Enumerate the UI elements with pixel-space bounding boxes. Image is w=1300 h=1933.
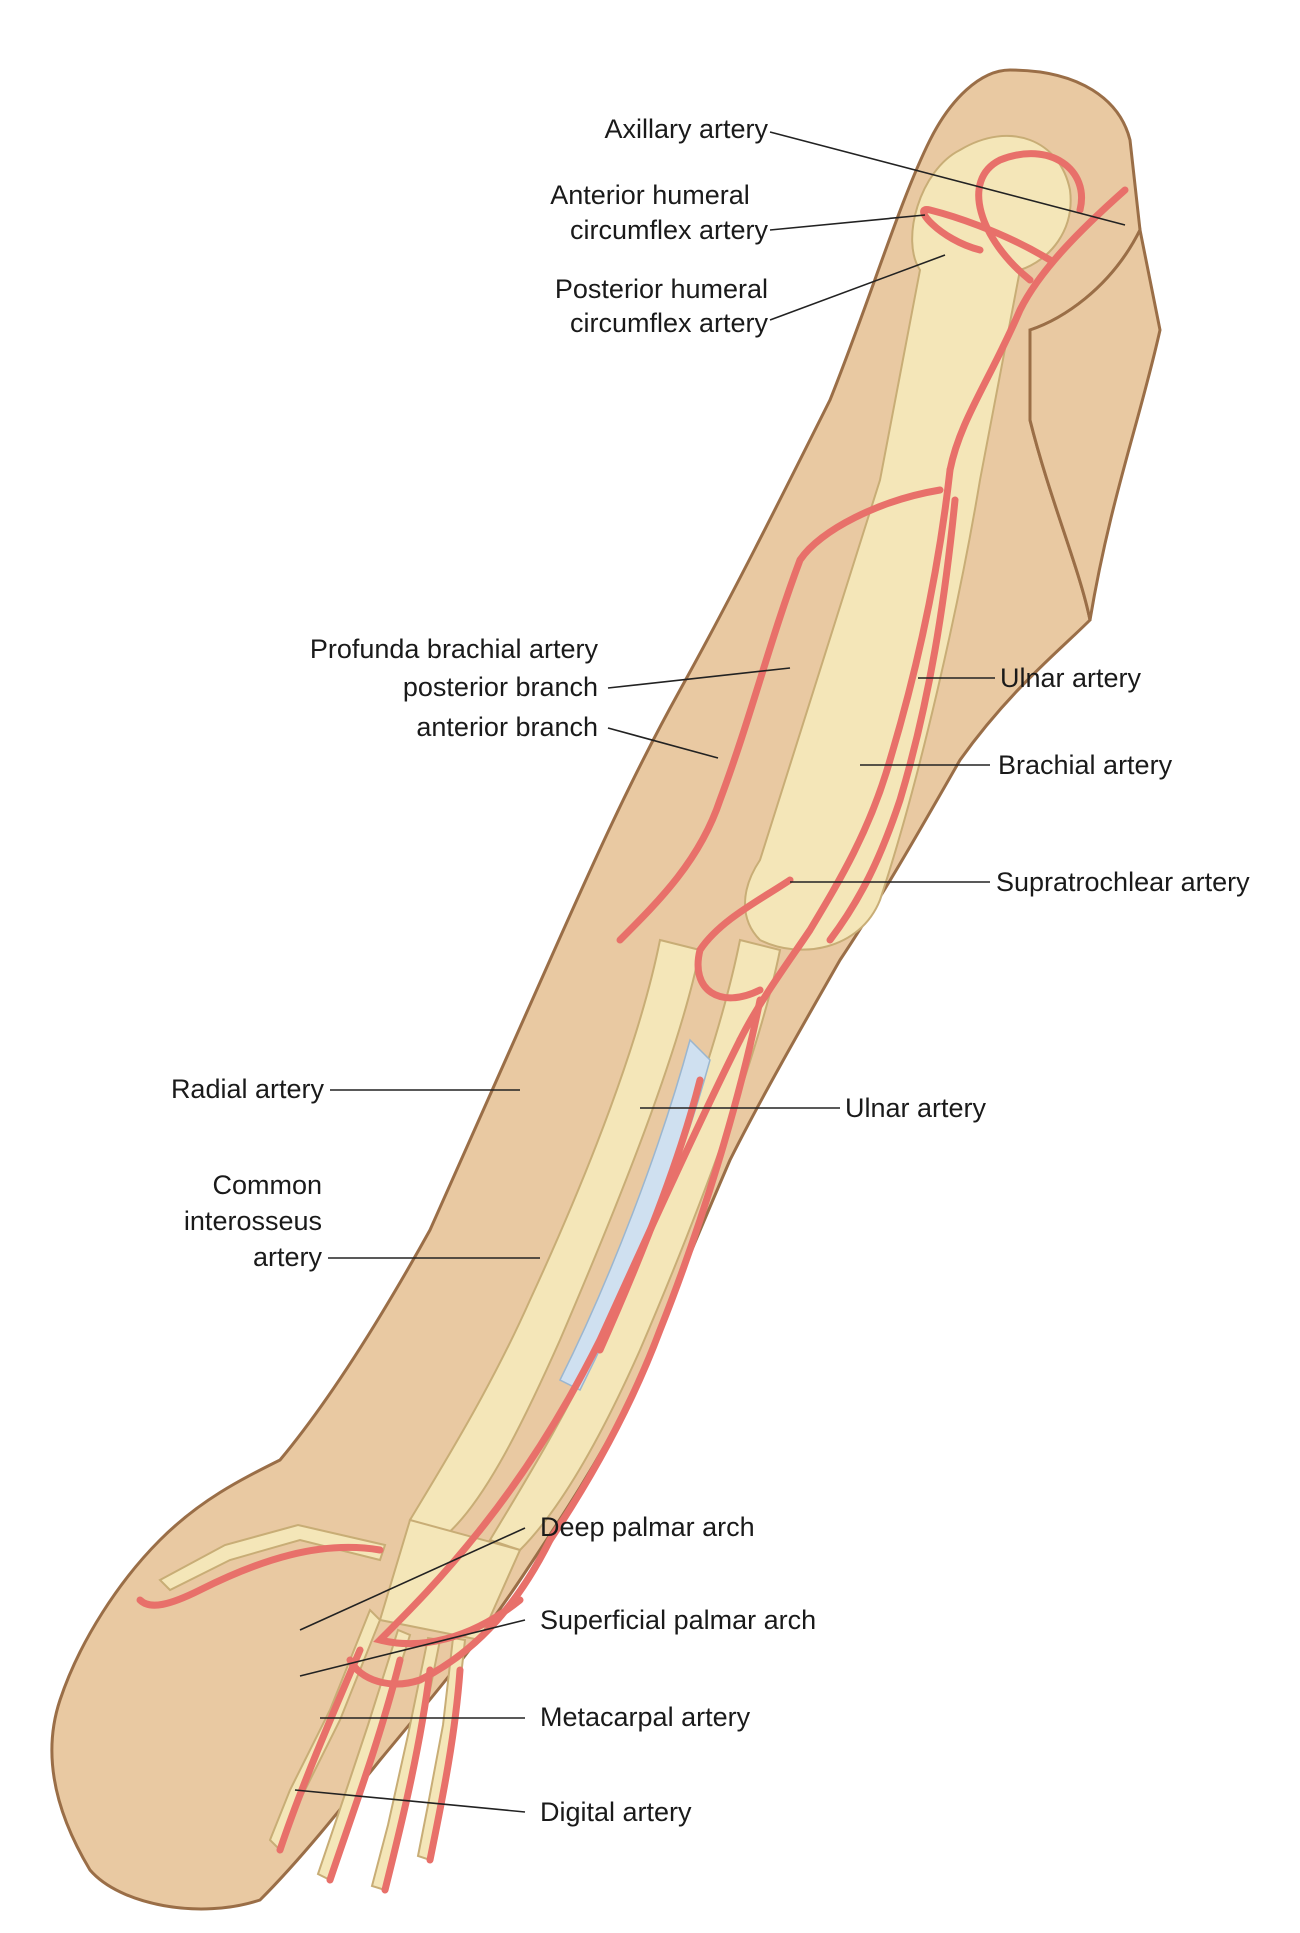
digital-artery-3 <box>381 1666 434 1894</box>
label-profunda-brachial: Profunda brachial artery <box>309 634 598 664</box>
label-common-interosseus-line1: Common <box>212 1170 322 1200</box>
leader-deep-palmar <box>299 1527 526 1631</box>
label-ulnar-artery-lower: Ulnar artery <box>845 1093 987 1123</box>
leader-digital <box>294 1789 526 1813</box>
label-posterior-circumflex-line1: Posterior humeral <box>554 274 768 304</box>
label-anterior-circumflex-line2: circumflex artery <box>569 215 768 245</box>
anterior-circumflex-path <box>920 206 1054 264</box>
shoulder-region <box>1028 225 1162 621</box>
label-anterior-branch: anterior branch <box>416 712 598 742</box>
label-supratrochlear-artery: Supratrochlear artery <box>996 867 1250 897</box>
humerus-bone <box>744 134 1072 951</box>
label-digital-artery: Digital artery <box>540 1797 692 1827</box>
leader-superficial-palmar <box>299 1619 526 1677</box>
leader-anterior-circumflex <box>769 214 926 231</box>
label-anterior-circumflex-line1: Anterior humeral <box>550 180 750 210</box>
label-superficial-palmar-arch: Superficial palmar arch <box>540 1605 817 1635</box>
label-common-interosseus-line3: artery <box>252 1242 322 1272</box>
leader-posterior-branch <box>607 667 791 689</box>
ulnar-upper-path <box>826 496 959 944</box>
radial-artery-path <box>476 1036 744 1534</box>
digital-artery-4 <box>426 1666 464 1864</box>
deep-palmar-arch-path <box>373 1526 524 1648</box>
digital-artery-2 <box>326 1656 404 1884</box>
thumb-artery <box>136 1543 384 1609</box>
arteries <box>136 150 1129 1894</box>
leader-posterior-circumflex <box>769 254 946 321</box>
supratrochlear-path <box>694 876 794 1002</box>
ulnar-lower-path <box>546 996 764 1544</box>
label-posterior-circumflex-line2: circumflex artery <box>569 308 768 338</box>
label-posterior-branch: posterior branch <box>402 672 598 702</box>
common-interosseus-path <box>596 1076 704 1354</box>
label-common-interosseus-line2: interosseus <box>183 1206 322 1236</box>
posterior-circumflex-path <box>975 150 1085 284</box>
label-metacarpal-artery: Metacarpal artery <box>540 1702 751 1732</box>
leader-anterior-branch <box>607 727 719 759</box>
leader-lines <box>294 131 1126 1813</box>
label-axillary-artery: Axillary artery <box>604 114 768 144</box>
label-brachial-artery: Brachial artery <box>998 750 1173 780</box>
profunda-brachial-path <box>616 486 944 944</box>
digital-artery-1 <box>276 1646 364 1854</box>
brachial-artery-path <box>736 466 954 1044</box>
label-deep-palmar-arch: Deep palmar arch <box>540 1512 755 1542</box>
superficial-palmar-arch-path <box>346 1536 554 1688</box>
leader-axillary <box>769 131 1126 226</box>
label-ulnar-artery-upper: Ulnar artery <box>1000 663 1142 693</box>
label-radial-artery: Radial artery <box>170 1074 324 1104</box>
axillary-artery-path <box>946 186 1129 474</box>
